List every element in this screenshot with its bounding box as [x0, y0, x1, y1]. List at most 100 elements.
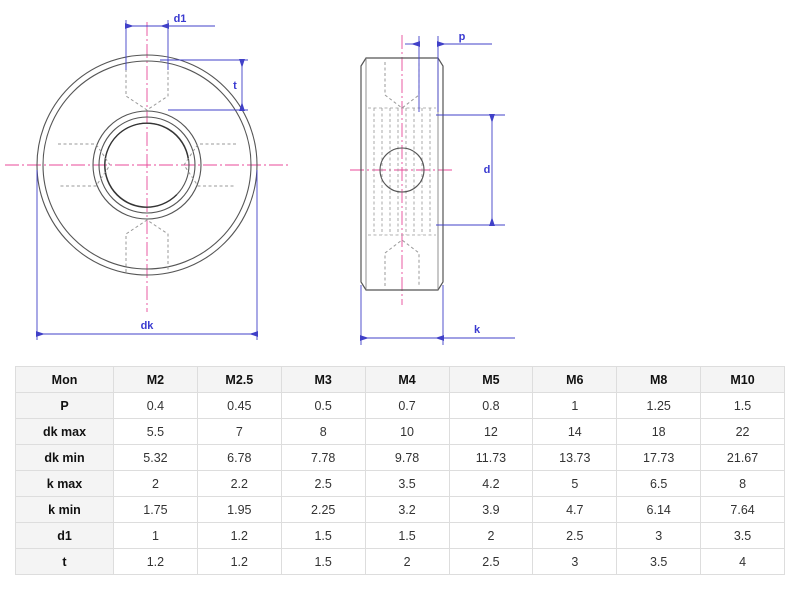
table-cell: 7: [196, 418, 282, 445]
technical-drawing-svg: d1 t dk: [5, 13, 515, 345]
table-cell: 1.5: [280, 522, 366, 549]
table-cell: 2.5: [532, 522, 618, 549]
table-cell: 1.5: [280, 548, 366, 575]
specification-table: Mon M2 M2.5 M3 M4 M5 M6 M8 M10 P 0.4 0.4…: [15, 366, 785, 575]
notch-top: [125, 58, 169, 111]
notch-left: [58, 143, 111, 187]
table-cell: 2.25: [280, 496, 366, 523]
side-notch-top: [384, 62, 420, 109]
table-cell: 1.95: [196, 496, 282, 523]
table-cell: 4: [700, 548, 785, 575]
table-cell: 3: [616, 522, 702, 549]
row-label: k min: [15, 496, 114, 523]
dimension-t: [160, 59, 248, 111]
table-cell: 22: [700, 418, 785, 445]
hub-outer-circle: [92, 110, 202, 220]
side-hidden-lines: [368, 107, 436, 236]
row-label: dk min: [15, 444, 114, 471]
row-label: dk max: [15, 418, 114, 445]
hub-inner-circle: [98, 116, 196, 214]
side-bore-circle: [379, 147, 425, 193]
dimension-label-t: t: [233, 80, 237, 92]
table-cell: 6.78: [196, 444, 282, 471]
dimension-label-k: k: [474, 324, 481, 336]
table-cell: 1.5: [700, 392, 785, 419]
table-cell: 1.5: [364, 522, 450, 549]
dimension-p: [405, 36, 492, 112]
table-cell: 1.2: [113, 548, 198, 575]
table-cell: 18: [616, 418, 702, 445]
column-header-3: M3: [280, 366, 366, 393]
table-cell: 1.25: [616, 392, 702, 419]
row-label: d1: [15, 522, 114, 549]
dimension-d1: [125, 20, 215, 70]
table-cell: 0.7: [364, 392, 450, 419]
table-cell: 4.2: [448, 470, 534, 497]
notch-group: [58, 58, 236, 272]
dimension-k: [360, 285, 515, 345]
side-notch-group: [384, 62, 420, 286]
side-view: p d k: [350, 31, 515, 345]
table-row: t 1.2 1.2 1.5 2 2.5 3 3.5 4: [15, 548, 785, 575]
table-cell: 3: [532, 548, 618, 575]
table-row: d1 1 1.2 1.5 1.5 2 2.5 3 3.5: [15, 522, 785, 549]
column-header-8: M10: [700, 366, 785, 393]
dimension-dk: [36, 170, 258, 340]
table-cell: 7.78: [280, 444, 366, 471]
table-cell: 5: [532, 470, 618, 497]
table-cell: 2.5: [448, 548, 534, 575]
side-body-outline: [360, 57, 444, 291]
technical-drawing-area: d1 t dk: [5, 13, 515, 345]
table-cell: 2: [448, 522, 534, 549]
column-header-5: M5: [448, 366, 534, 393]
table-cell: 13.73: [532, 444, 618, 471]
table-row: P 0.4 0.45 0.5 0.7 0.8 1 1.25 1.5: [15, 392, 785, 419]
column-header-7: M8: [616, 366, 702, 393]
dimension-label-d: d: [484, 164, 491, 176]
table-cell: 2: [113, 470, 198, 497]
table-cell: 3.5: [364, 470, 450, 497]
outer-flange-circle: [36, 54, 258, 276]
table-cell: 1: [113, 522, 198, 549]
dimension-d: [436, 114, 505, 226]
table-cell: 2: [364, 548, 450, 575]
table-cell: 2.5: [280, 470, 366, 497]
table-cell: 7.64: [700, 496, 785, 523]
table-cell: 0.4: [113, 392, 198, 419]
table-cell: 4.7: [532, 496, 618, 523]
dimension-label-d1: d1: [174, 13, 187, 25]
table-cell: 3.2: [364, 496, 450, 523]
dimension-label-dk: dk: [141, 320, 155, 332]
table-cell: 3.9: [448, 496, 534, 523]
table-cell: 6.5: [616, 470, 702, 497]
table-cell: 21.67: [700, 444, 785, 471]
centerlines-front: [5, 22, 290, 312]
table-cell: 5.32: [113, 444, 198, 471]
table-cell: 0.8: [448, 392, 534, 419]
table-cell: 1.2: [196, 522, 282, 549]
table-cell: 14: [532, 418, 618, 445]
thread-minor-arc: [104, 122, 190, 208]
table-cell: 11.73: [448, 444, 534, 471]
column-header-0: Mon: [15, 366, 114, 393]
row-label: P: [15, 392, 114, 419]
side-notch-bottom: [384, 239, 420, 286]
column-header-4: M4: [364, 366, 450, 393]
table-row: dk min 5.32 6.78 7.78 9.78 11.73 13.73 1…: [15, 444, 785, 471]
table-cell: 17.73: [616, 444, 702, 471]
column-header-2: M2.5: [196, 366, 282, 393]
table-row: k min 1.75 1.95 2.25 3.2 3.9 4.7 6.14 7.…: [15, 496, 785, 523]
notch-bottom: [125, 219, 169, 272]
table-cell: 8: [700, 470, 785, 497]
table-cell: 12: [448, 418, 534, 445]
outer-flange-chamfer-circle: [42, 60, 252, 270]
table-cell: 1.2: [196, 548, 282, 575]
front-view-circular: d1 t dk: [5, 13, 290, 340]
notch-right: [183, 143, 236, 187]
table-header-row: Mon M2 M2.5 M3 M4 M5 M6 M8 M10: [15, 366, 785, 393]
table-cell: 9.78: [364, 444, 450, 471]
table-body: P 0.4 0.45 0.5 0.7 0.8 1 1.25 1.5 dk max…: [15, 392, 785, 575]
table-cell: 0.5: [280, 392, 366, 419]
table-cell: 5.5: [113, 418, 198, 445]
dimension-label-p: p: [459, 31, 466, 43]
